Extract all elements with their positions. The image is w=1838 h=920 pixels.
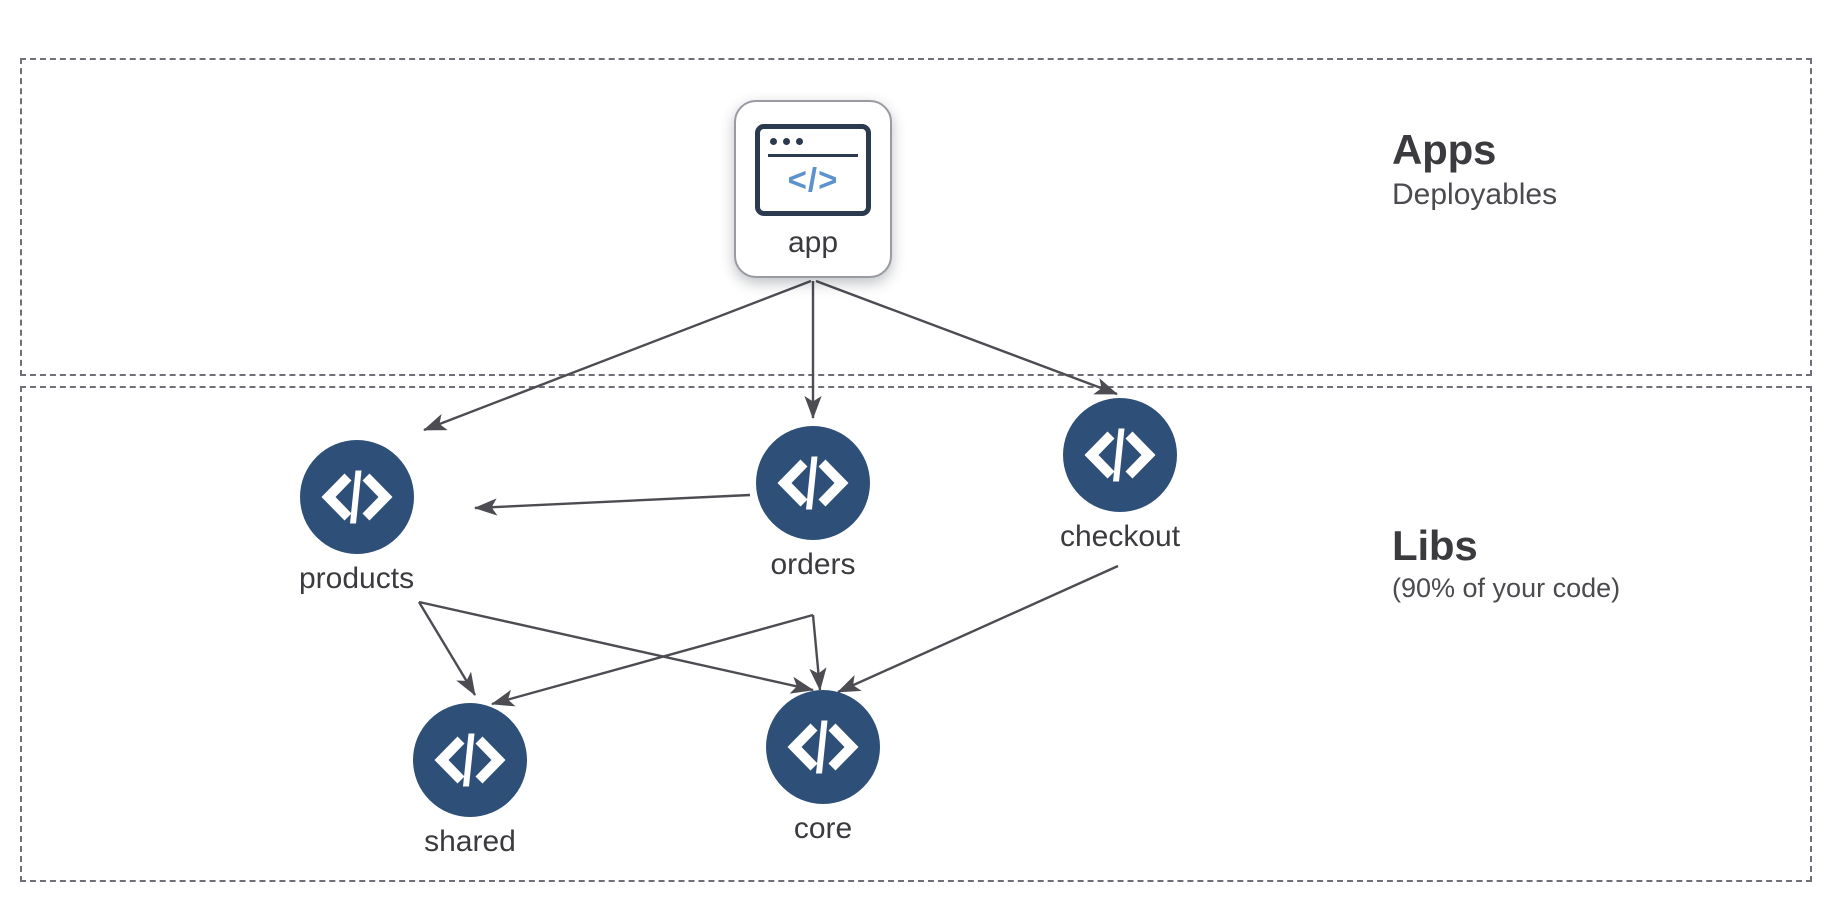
node-app-label: app (787, 226, 839, 259)
node-core-label: core (793, 812, 853, 845)
code-brackets-icon (413, 703, 527, 817)
window-dots-icon (770, 138, 803, 145)
zone-libs-subtitle: (90% of your code) (1392, 573, 1621, 604)
code-glyph: </> (787, 161, 839, 198)
node-orders-label: orders (770, 548, 856, 581)
zone-apps-title: Apps (1392, 126, 1497, 173)
zone-apps-legend: Apps Deployables (1392, 126, 1558, 214)
code-brackets-icon (299, 440, 414, 554)
node-app[interactable]: </> app (734, 100, 892, 278)
node-shared-label: shared (424, 825, 516, 858)
node-core[interactable]: core (766, 690, 880, 847)
node-checkout-label: checkout (1060, 520, 1181, 553)
node-products-label: products (299, 562, 415, 595)
zone-libs-title: Libs (1392, 522, 1478, 569)
zone-libs (20, 386, 1812, 882)
node-checkout[interactable]: checkout (1060, 398, 1180, 555)
node-products[interactable]: products (299, 440, 414, 597)
browser-window-code-icon: </> (755, 124, 871, 216)
code-brackets-icon (766, 690, 880, 804)
window-titlebar-rule (768, 154, 858, 157)
code-brackets-icon (756, 426, 870, 540)
zone-libs-legend: Libs (90% of your code) (1392, 522, 1621, 606)
code-brackets-icon (1063, 398, 1178, 512)
zone-apps-subtitle: Deployables (1392, 178, 1558, 212)
zone-apps (20, 58, 1812, 376)
node-orders[interactable]: orders (756, 426, 870, 583)
node-shared[interactable]: shared (413, 703, 527, 860)
